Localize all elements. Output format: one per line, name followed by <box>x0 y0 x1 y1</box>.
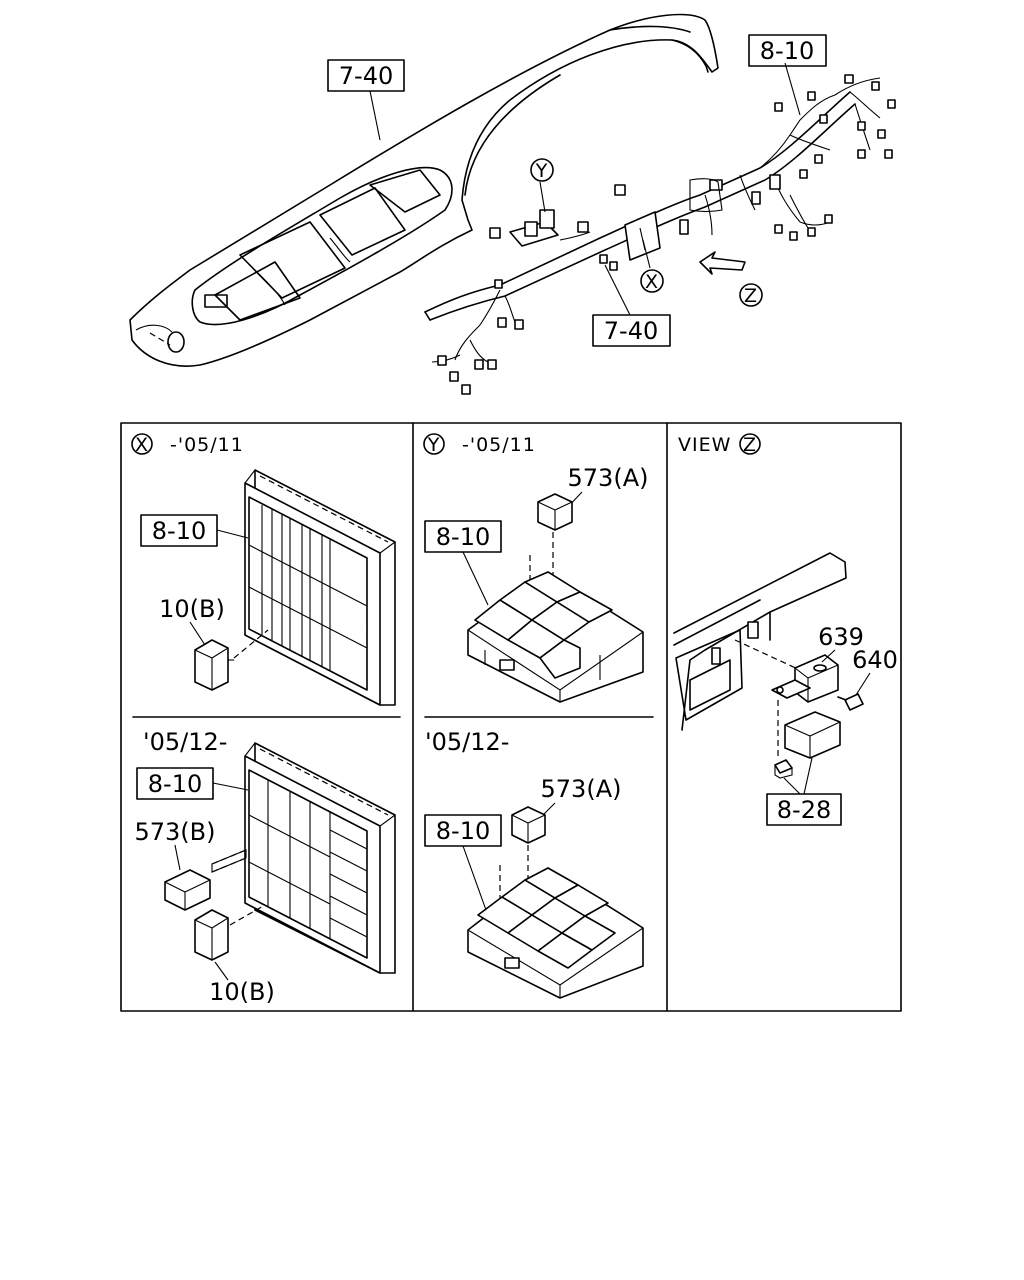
panel-x-top-callout: 8-10 <box>152 517 206 545</box>
panel-x-bottom-callout: 8-10 <box>148 770 202 798</box>
panel-x-bottom-part-b: 10(B) <box>209 978 275 1006</box>
panel-z-callout: 8-28 <box>777 796 831 824</box>
panel-z: VIEW Z 639 <box>673 433 898 826</box>
callout-box-dash-lower <box>592 314 671 347</box>
callout-dash-panel-label: 7-40 <box>339 62 393 90</box>
junction-block-y-top <box>467 571 644 703</box>
panel-x-divider-label: '05/12- <box>143 728 227 756</box>
panel-x-marker: X <box>135 434 149 456</box>
callout-box-harness-top <box>748 34 827 67</box>
panel-z-marker-circle <box>739 433 761 455</box>
panel-x-marker-circle <box>131 433 153 455</box>
panel-y-bottom-part: 573(A) <box>541 775 622 803</box>
panel-z-part-639: 639 <box>818 623 864 651</box>
dash-mount-view-z <box>673 552 864 779</box>
detail-panels-frame <box>120 422 902 1012</box>
panel-y-bottom-callout: 8-10 <box>436 817 490 845</box>
panel-x: X -'05/11 8-10 10(B) '05/12- <box>131 433 396 1006</box>
panel-y-top-callout: 8-10 <box>436 523 490 551</box>
panel-y: Y -'05/11 573(A) 8-10 '05/12- 573(A) <box>423 433 649 999</box>
relay-10b-top <box>194 639 234 691</box>
panel-y-marker-circle <box>423 433 445 455</box>
panel-y-divider-label: '05/12- <box>425 728 509 756</box>
junction-block-y-bottom <box>467 867 644 999</box>
fuse-box-x-top <box>244 469 396 706</box>
marker-z-circle <box>739 283 763 307</box>
panel-y-header: -'05/11 <box>462 434 536 456</box>
relay-10b-bottom <box>194 909 229 961</box>
marker-y-label: Y <box>535 160 549 182</box>
relay-573a-bottom <box>511 806 546 844</box>
callout-dash-lower-label: 7-40 <box>604 317 658 345</box>
panel-z-header: VIEW <box>678 434 731 456</box>
panel-x-header: -'05/11 <box>170 434 244 456</box>
panel-z-marker: Z <box>743 434 757 456</box>
marker-z-label: Z <box>744 285 758 307</box>
relay-573a-top <box>537 493 573 531</box>
main-assembly-illustration <box>129 13 896 395</box>
panel-z-part-640: 640 <box>852 646 898 674</box>
callout-box-dash-panel <box>327 59 405 92</box>
marker-x-circle <box>640 269 664 293</box>
panel-x-bottom-part-a: 573(B) <box>135 818 216 846</box>
fuse-box-x-bottom <box>244 742 396 974</box>
panel-y-top-part: 573(A) <box>568 464 649 492</box>
marker-y-circle <box>530 158 554 182</box>
relay-573b <box>164 869 211 911</box>
callout-harness-top-label: 8-10 <box>760 37 814 65</box>
panel-y-marker: Y <box>427 434 441 456</box>
panel-x-top-part: 10(B) <box>159 595 225 623</box>
marker-x-label: X <box>645 271 659 293</box>
